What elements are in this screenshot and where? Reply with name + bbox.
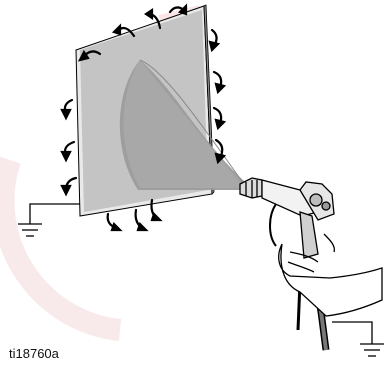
operator-ground-wire bbox=[332, 322, 372, 344]
ground-symbol-icon bbox=[18, 224, 42, 236]
airflow-arrow-icon bbox=[62, 100, 72, 118]
figure-id-label: ti18760a bbox=[9, 346, 59, 361]
panel-ground-wire bbox=[30, 204, 80, 224]
airflow-arrow-icon bbox=[210, 30, 218, 50]
airflow-arrow-icon bbox=[62, 178, 76, 194]
ground-symbol-icon bbox=[360, 344, 384, 356]
airflow-arrow-icon bbox=[62, 142, 74, 160]
airflow-arrow-icon bbox=[214, 72, 224, 92]
spray-gun-icon bbox=[240, 178, 382, 350]
airflow-arrow-icon bbox=[108, 214, 120, 230]
airflow-arrow-icon bbox=[214, 108, 224, 128]
airflow-arrow-icon bbox=[136, 210, 146, 230]
